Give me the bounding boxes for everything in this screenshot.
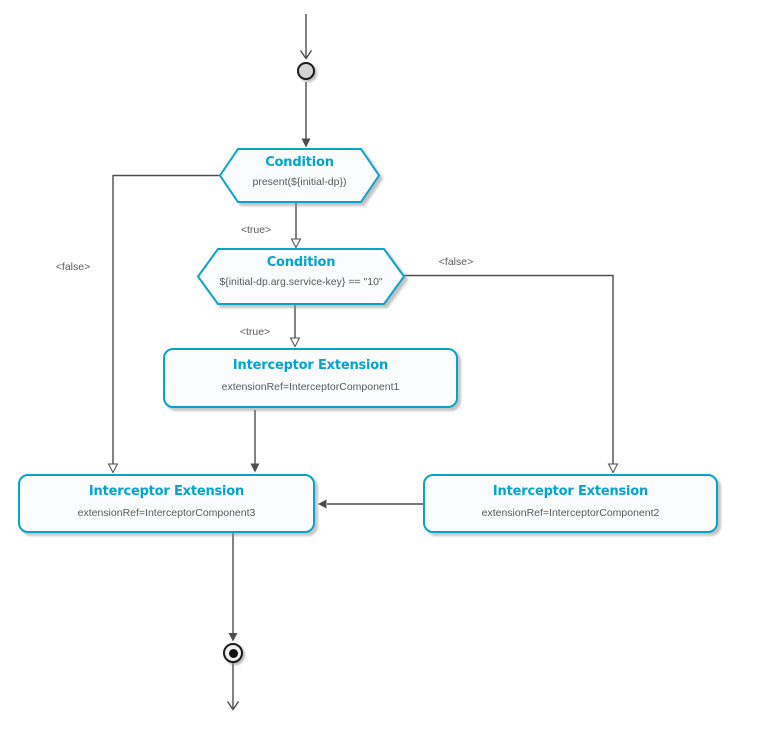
edge-label-false-left: <false> [55, 261, 91, 273]
start-node [297, 62, 315, 80]
condition1-hexagon [218, 148, 381, 203]
edge-label-true-1: <true> [240, 224, 272, 236]
edge-interceptor3-to-end [228, 533, 238, 642]
interceptor1-title: Interceptor Extension [232, 358, 389, 373]
end-node [223, 643, 243, 663]
edge-interceptor2-to-interceptor3 [318, 499, 423, 509]
edge-condition2-false [404, 274, 619, 474]
condition2-hexagon [196, 248, 406, 305]
end-node-dot [228, 648, 238, 658]
interceptor2-subtitle: extensionRef=InterceptorComponent2 [481, 507, 660, 519]
interceptor3-node: Interceptor Extension extensionRef=Inter… [18, 474, 315, 533]
interceptor2-node: Interceptor Extension extensionRef=Inter… [423, 474, 718, 533]
interceptor2-title: Interceptor Extension [492, 484, 649, 499]
edge-label-true-2: <true> [239, 326, 271, 338]
interceptor3-title: Interceptor Extension [88, 484, 245, 499]
edge-entry-arrow [299, 14, 313, 60]
edge-interceptor1-to-interceptor3 [250, 410, 260, 473]
interceptor3-subtitle: extensionRef=InterceptorComponent3 [77, 507, 256, 519]
interceptor1-node: Interceptor Extension extensionRef=Inter… [163, 348, 458, 408]
interceptor1-subtitle: extensionRef=InterceptorComponent1 [221, 381, 400, 393]
edge-exit-arrow [226, 663, 240, 711]
edge-label-false-right: <false> [438, 256, 474, 268]
edge-condition1-false [107, 174, 220, 474]
edge-condition1-true [290, 203, 302, 249]
edge-condition2-true [289, 305, 301, 348]
edge-start-to-condition1 [301, 82, 311, 148]
